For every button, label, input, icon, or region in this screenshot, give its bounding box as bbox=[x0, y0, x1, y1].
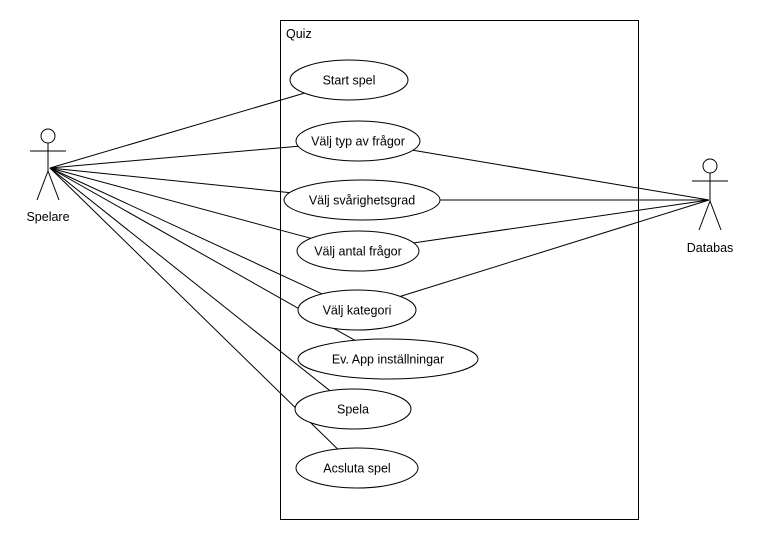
use-case-settings-ellipse bbox=[297, 338, 479, 380]
association-lines bbox=[49, 92, 710, 450]
use-case-start-label: Start spel bbox=[323, 74, 376, 88]
actor-databas-head bbox=[702, 158, 718, 174]
use-case-end: Acsluta spel bbox=[295, 447, 419, 489]
use-case-category-label: Välj kategori bbox=[323, 304, 392, 318]
actor-spelare-leg-right bbox=[47, 170, 60, 201]
use-case-type-label: Välj typ av frågor bbox=[311, 135, 405, 149]
use-case-start: Start spel bbox=[289, 59, 409, 101]
use-case-category-ellipse bbox=[297, 289, 417, 331]
use-case-play: Spela bbox=[294, 388, 412, 430]
system-label: Quiz bbox=[286, 27, 312, 41]
use-case-start-ellipse bbox=[289, 59, 409, 101]
use-case-count: Välj antal frågor bbox=[296, 230, 420, 272]
use-case-count-ellipse bbox=[296, 230, 420, 272]
use-case-category: Välj kategori bbox=[297, 289, 417, 331]
association-database-category bbox=[400, 199, 710, 297]
association-player-difficulty bbox=[49, 167, 290, 194]
actor-spelare-head bbox=[40, 128, 56, 144]
use-case-difficulty-ellipse bbox=[283, 179, 441, 221]
use-case-count-label: Välj antal frågor bbox=[314, 245, 402, 259]
use-case-type-ellipse bbox=[295, 120, 421, 162]
association-player-count bbox=[49, 167, 312, 239]
association-player-type bbox=[49, 145, 299, 169]
use-case-end-ellipse bbox=[295, 447, 419, 489]
actor-spelare: Spelare bbox=[26, 128, 70, 224]
actor-spelare-label: Spelare bbox=[26, 210, 69, 224]
use-case-settings: Ev. App inställningar bbox=[297, 338, 479, 380]
association-player-end bbox=[49, 167, 338, 450]
actor-databas: Databas bbox=[687, 158, 734, 255]
use-case-difficulty: Välj svårighetsgrad bbox=[283, 179, 441, 221]
actor-spelare-leg-left bbox=[36, 170, 49, 201]
association-database-type bbox=[412, 149, 710, 201]
association-player-category bbox=[49, 167, 323, 295]
actor-databas-leg-left bbox=[698, 200, 711, 231]
system-boundary bbox=[280, 20, 639, 520]
actor-databas-leg-right bbox=[709, 200, 722, 231]
use-case-play-ellipse bbox=[294, 388, 412, 430]
use-case-play-label: Spela bbox=[337, 403, 369, 417]
association-database-count bbox=[413, 199, 710, 244]
actor-databas-label: Databas bbox=[687, 241, 734, 255]
association-player-start bbox=[49, 92, 305, 169]
use-case-settings-label: Ev. App inställningar bbox=[332, 353, 444, 367]
use-case-end-label: Acsluta spel bbox=[323, 462, 390, 476]
use-case-difficulty-label: Välj svårighetsgrad bbox=[309, 194, 415, 208]
association-player-play bbox=[49, 167, 331, 392]
use-case-type: Välj typ av frågor bbox=[295, 120, 421, 162]
